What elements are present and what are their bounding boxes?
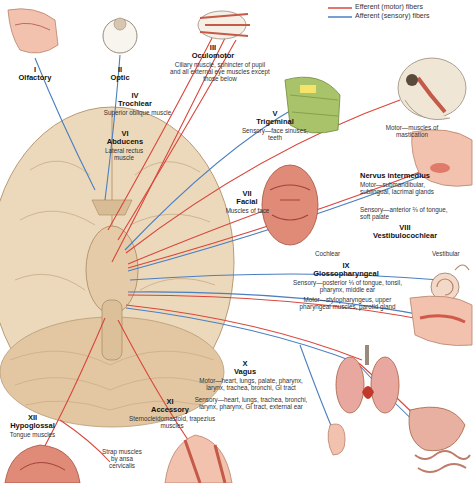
function-note: Sensory—face sinuses, teeth [240,127,310,141]
inner-ear-illustration [431,265,469,301]
function-note: Motor—heart, lungs, palate, pharynx, lar… [192,377,310,391]
legend-text: Afferent (sensory) fibers [355,12,430,19]
function-note: Sternocleidomastoid, trapezius muscles [128,415,216,429]
nerve-fibers [35,32,440,462]
nose-illustration [8,9,58,53]
function-note: Ciliary muscle, sphincter of pupil and a… [170,61,270,82]
tongue-illustration [5,445,80,483]
nerve-name: Oculomotor [178,52,248,60]
nerve-name: Nervus intermedius [360,172,470,180]
nerve-name: Facial [222,198,272,206]
skull-illustration [398,58,466,120]
nerve-name: Trochlear [105,100,165,108]
function-note: Superior oblique muscle [95,109,180,116]
nerve-name: Glossopharyngeal [296,270,396,278]
pharynx-illustration [410,296,472,345]
external-ear [328,424,345,455]
digestive-organs [409,407,470,472]
function-note: Strap muscles by ansa cervicalis [98,448,146,469]
function-note: Muscles of face [215,207,280,214]
function-note: Sensory—heart, lungs, trachea, bronchi, … [192,396,310,410]
function-note: Cochlear [315,250,355,257]
function-note: Lateral rectus muscle [98,147,150,161]
nerve-name: Accessory [130,406,210,414]
nerve-name: Optic [95,74,145,82]
nerve-name: Vestibulocochlear [360,232,450,240]
nerve-name: Olfactory [5,74,65,82]
nerve-name: Trigeminal [240,118,310,126]
function-note: Motor—muscles of mastication [372,124,452,138]
neck-muscles [165,435,232,483]
function-note: Motor—stylopharyngeus, upper pharyngeal … [290,296,405,310]
nerve-name: Abducens [100,138,150,146]
facial-muscle-head [262,165,318,245]
legend-text: Efferent (motor) fibers [355,3,423,10]
brain [0,107,234,427]
function-note: Sensory—posterior ⅓ of tongue, tonsil, p… [290,279,405,293]
legend-line [328,7,352,9]
function-note: Vestibular [432,250,474,257]
eye-muscle-illustration [198,11,250,39]
eye-illustration [103,18,137,53]
legend-line [328,16,352,18]
function-note: Tongue muscles [5,431,60,438]
nerve-name: Hypoglossal [5,422,60,430]
function-note: Motor—submandibular, sublingual, lacrima… [360,181,450,195]
nerve-name: Vagus [215,368,275,376]
function-note: Sensory—anterior ⅔ of tongue, soft palat… [360,206,450,220]
thoracic-organs [336,345,399,413]
